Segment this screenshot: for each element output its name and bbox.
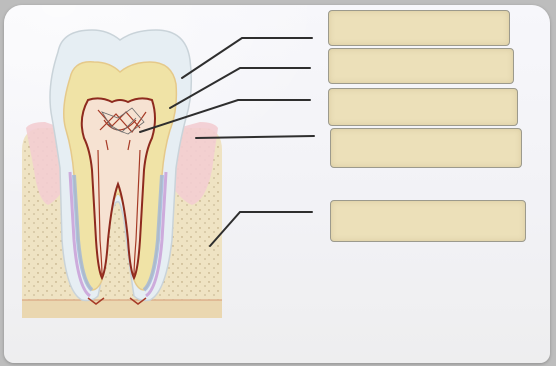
label-box-4[interactable] [330, 128, 522, 168]
leader-line-1 [182, 38, 312, 78]
leader-line-5 [210, 212, 312, 246]
label-box-5[interactable] [330, 200, 526, 242]
label-box-2[interactable] [328, 48, 514, 84]
label-box-3[interactable] [328, 88, 518, 126]
label-box-1[interactable] [328, 10, 510, 46]
